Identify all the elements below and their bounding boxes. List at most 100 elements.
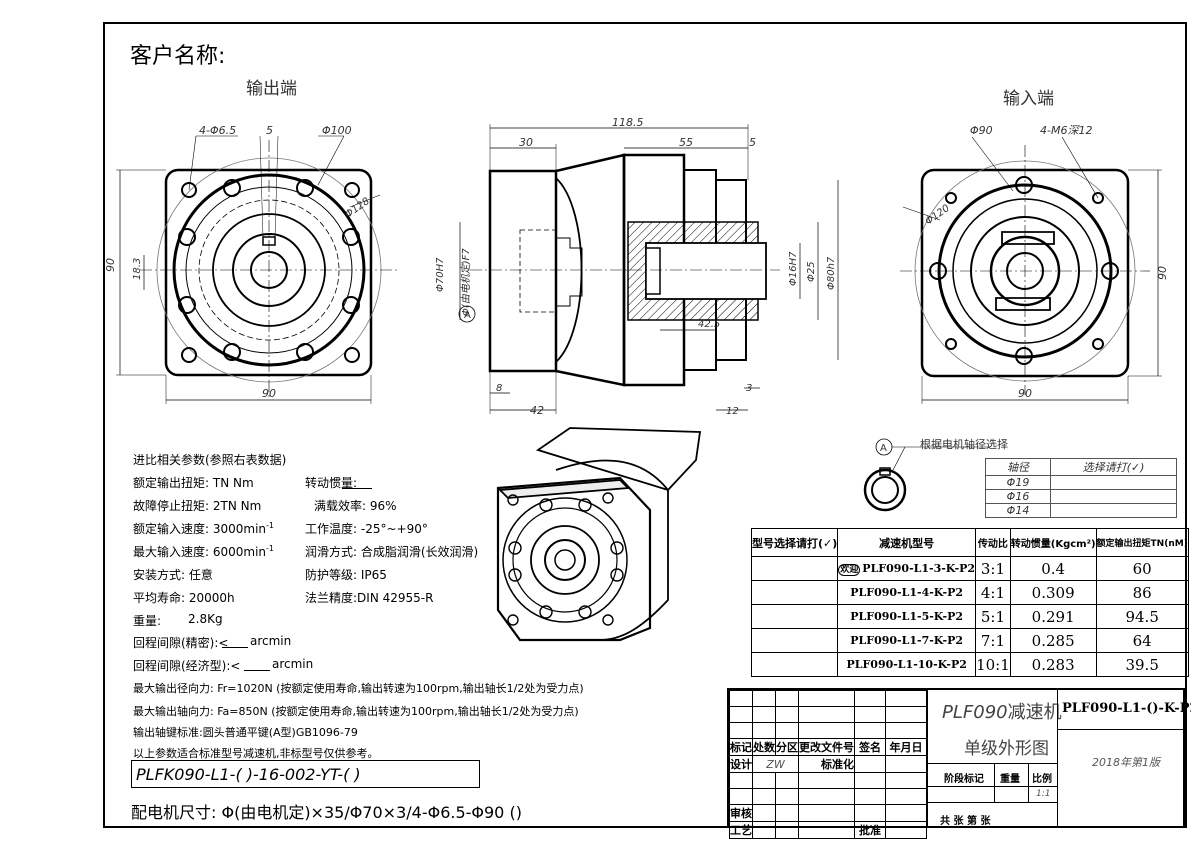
table-row: PLF090-L1-10-K-P2 10:1 0.283 39.5: [750, 652, 1189, 677]
header-select: 型号选择请打(✓): [750, 528, 839, 557]
param-backlash-precision: 回程间隙(精密):<: [133, 636, 229, 650]
header-ratio: 传动比: [975, 528, 1011, 557]
param-temp: 工作温度: -25°~+90°: [305, 522, 428, 536]
output-end-view: [116, 135, 400, 404]
input-end-label: 输入端: [1003, 89, 1054, 109]
param-rated-torque: 额定输出扭矩: TN Nm: [133, 476, 254, 490]
param-backlash-unit-1: arcmin: [250, 634, 292, 648]
sheet-count: 共 张 第 张: [940, 816, 991, 827]
select-cell[interactable]: [750, 652, 839, 677]
inertia-cell: 0.291: [1009, 604, 1097, 629]
title-block: 标记 处数 分区 更改文件号 签名 年月日 设计 ZW 标准化 审核 工艺批准 …: [727, 688, 1191, 839]
axis-select-cell[interactable]: [1050, 475, 1177, 490]
drawing-name-area: PLF090减速机 单级外形图: [927, 690, 1062, 764]
dim-100: Φ100: [322, 124, 352, 137]
dim-118-5: 118.5: [612, 116, 644, 129]
param-weight-label: 重量:: [133, 614, 162, 628]
model-code-box[interactable]: PLFK090-L1-( )-16-002-YT-( ): [131, 760, 480, 788]
isometric-view: [496, 427, 702, 642]
dim-30: 30: [519, 136, 533, 149]
axis-row: Φ19: [985, 475, 1051, 490]
select-cell[interactable]: [750, 604, 839, 629]
circle-a-mark: A: [464, 310, 471, 321]
drawing-code-area: PLF090-L1-()-K-P2: [1057, 690, 1191, 730]
dim-90-left: 90: [104, 258, 117, 272]
axis-select-cell[interactable]: [1050, 503, 1177, 518]
table-row: PLF090-L1-5-K-P2 5:1 0.291 94.5: [750, 604, 1189, 629]
inertia-blank: [342, 488, 372, 489]
axis-row: Φ16: [985, 489, 1051, 504]
dim-70h7: Φ70H7: [435, 257, 446, 292]
dim-55: 55: [679, 136, 693, 149]
output-end-label: 输出端: [246, 79, 297, 99]
param-note: 以上参数适合标准型号减速机,非标型号仅供参考。: [133, 747, 379, 760]
table-row: PLF090-L1-7-K-P2 7:1 0.285 64: [750, 628, 1189, 653]
ratio-cell: 7:1: [975, 628, 1011, 653]
table-row: PLF090-L1-4-K-P2 4:1 0.309 86: [750, 580, 1189, 605]
ratio-cell: 4:1: [975, 580, 1011, 605]
rev-label-count: 处数: [752, 738, 776, 756]
ratio-cell: 10:1: [975, 652, 1011, 677]
torque-cell: 64: [1095, 628, 1189, 653]
model-cell: PLF090-L1-5-K-P2: [837, 604, 977, 629]
drawing-frame: [103, 22, 1187, 828]
rev-label-mark: 标记: [729, 738, 753, 756]
craft-label: 工艺: [729, 821, 753, 839]
dim-key: 5: [266, 124, 273, 137]
standard-label: 标准化: [798, 755, 855, 773]
stage-mark-label: 阶段标记: [944, 774, 984, 785]
torque-cell: 39.5: [1095, 652, 1189, 677]
drawing-code: PLF090-L1-()-K-P2: [1062, 701, 1191, 716]
rev-label-zone: 分区: [775, 738, 799, 756]
dim-25: Φ25: [806, 261, 817, 282]
header-model: 减速机型号: [837, 528, 977, 557]
param-key-standard: 输出轴键标准:圆头普通平键(A型)GB1096-79: [133, 726, 358, 739]
dim-16h7: Φ16H7: [788, 251, 799, 286]
rev-label-sign: 签名: [854, 738, 886, 756]
param-rated-speed: 额定输入速度: 3000min-1: [133, 521, 275, 536]
axis-select-cell[interactable]: [1050, 489, 1177, 504]
dim-90-bottom-right: 90: [1018, 387, 1032, 400]
param-lubrication: 润滑方式: 合成脂润滑(长效润滑): [305, 545, 479, 559]
dim-90-right: 90: [1156, 266, 1169, 280]
ratio-cell: 3:1: [975, 556, 1011, 581]
approve-label: 批准: [854, 821, 886, 839]
dim-5-right: 5: [749, 136, 756, 149]
dim-120-in: Φ120: [923, 203, 951, 227]
axis-note: 根据电机轴径选择: [920, 438, 1008, 451]
param-radial-force: 最大输出径向力: Fr=1020N (按额定使用寿命,输出转速为100rpm,输…: [133, 682, 584, 695]
welcome-stamp: 欢迎: [838, 564, 861, 576]
scale-label: 比例: [1032, 774, 1052, 785]
model-cell: PLF090-L1-7-K-P2: [837, 628, 977, 653]
param-protection: 防护等级: IP65: [305, 568, 387, 582]
scale-value: 1:1: [1036, 789, 1051, 799]
axis-header-diameter: 轴径: [985, 458, 1051, 476]
select-cell[interactable]: [750, 580, 839, 605]
select-cell[interactable]: [750, 628, 839, 653]
backlash-blank-1: [222, 647, 248, 648]
dim-42-5: 42.5: [698, 319, 720, 330]
axis-table: 轴径选择请打(✓) Φ19 Φ16 Φ14: [985, 458, 1177, 518]
side-section-view: [458, 124, 839, 414]
param-max-speed: 最大输入速度: 6000min-1: [133, 544, 275, 559]
torque-cell: 86: [1095, 580, 1189, 605]
motor-dims: 配电机尺寸: Φ(由电机定)×35/Φ70×3/4-Φ6.5-Φ90 (): [131, 803, 522, 822]
customer-name-label: 客户名称:: [130, 44, 226, 69]
model-cell: PLF090-L1-3-K-P2: [862, 562, 976, 575]
axis-header-select: 选择请打(✓): [1050, 458, 1177, 476]
param-intro: 进比相关参数(参照右表数据): [133, 453, 287, 467]
dim-8: 8: [496, 383, 502, 394]
param-backlash-economy: 回程间隙(经济型):<: [133, 659, 241, 673]
revision-grid: 标记 处数 分区 更改文件号 签名 年月日 设计 ZW 标准化 审核 工艺批准: [729, 690, 927, 839]
param-life: 平均寿命: 20000h: [133, 591, 235, 605]
param-mounting: 安装方式: 任意: [133, 568, 213, 582]
param-weight-value: 2.8Kg: [188, 612, 223, 626]
drawing-name-1: PLF090减速机: [942, 702, 1062, 723]
backlash-blank-2: [244, 670, 270, 671]
torque-cell: 94.5: [1095, 604, 1189, 629]
select-cell[interactable]: [750, 556, 839, 581]
dim-90-bottom-left: 90: [262, 387, 276, 400]
inertia-cell: 0.309: [1009, 580, 1097, 605]
